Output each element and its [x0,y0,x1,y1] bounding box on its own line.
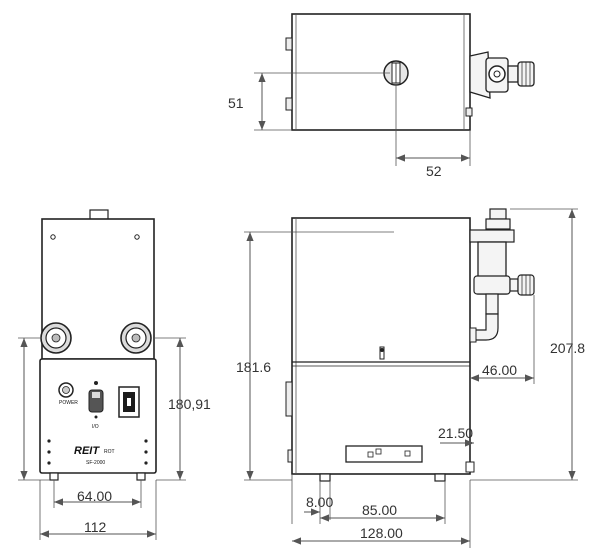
top-view-body [291,13,471,131]
dim-label-207-8: 207.8 [550,340,585,356]
dim-label-21-50: 21.50 [438,425,473,441]
dim-label-52: 52 [426,163,442,179]
dim-46: 46.00 [470,295,535,384]
rocker-switch [118,386,140,418]
front-foot-left [49,472,59,481]
dim-label-85: 85.00 [362,502,397,518]
side-foot-right [434,473,446,482]
model-label: SF-2000 [86,460,105,466]
side-view: 181.6 207.8 46.00 21.50 8.00 [236,208,585,548]
dim-51: 51 [228,72,390,131]
toggle-switch: I/O [88,381,104,430]
dim-label-46: 46.00 [482,362,517,378]
dim-85: 85.00 [319,481,446,524]
dim-label-180-91: 180,91 [168,396,211,412]
dim-112: 112 [39,480,157,540]
dim-180-91: 180,91 [18,337,211,481]
side-label-plate [345,445,423,463]
dim-label-64: 64.00 [77,488,112,504]
brand-logo: REIT [74,445,100,457]
top-knob [383,60,409,86]
dim-207-8: 207.8 [470,208,585,481]
dim-label-112: 112 [84,519,107,535]
top-view: 51 52 [228,13,535,179]
front-foot-right [136,472,146,481]
dim-52: 52 [395,85,471,179]
power-label: POWER [59,400,78,406]
dim-label-181-6: 181.6 [236,359,271,375]
dim-128: 128.00 [292,480,471,548]
dim-label-51: 51 [228,95,244,111]
front-right-port [120,322,152,354]
top-valve-assembly [469,51,535,99]
dim-181-6: 181.6 [236,231,394,481]
side-view-body [291,217,471,475]
brand-suffix: ROT [104,449,115,455]
front-left-port [40,322,72,354]
switch-label: I/O [92,424,99,430]
dim-64: 64.00 [53,480,142,508]
front-view: POWER I/O REIT ROT SF-2000 [18,209,211,540]
dim-label-128: 128.00 [360,525,403,541]
side-foot-left [319,473,331,482]
dim-21-50: 21.50 [438,425,474,447]
front-panel-dots [47,439,148,465]
side-regulator-valve [469,208,535,343]
